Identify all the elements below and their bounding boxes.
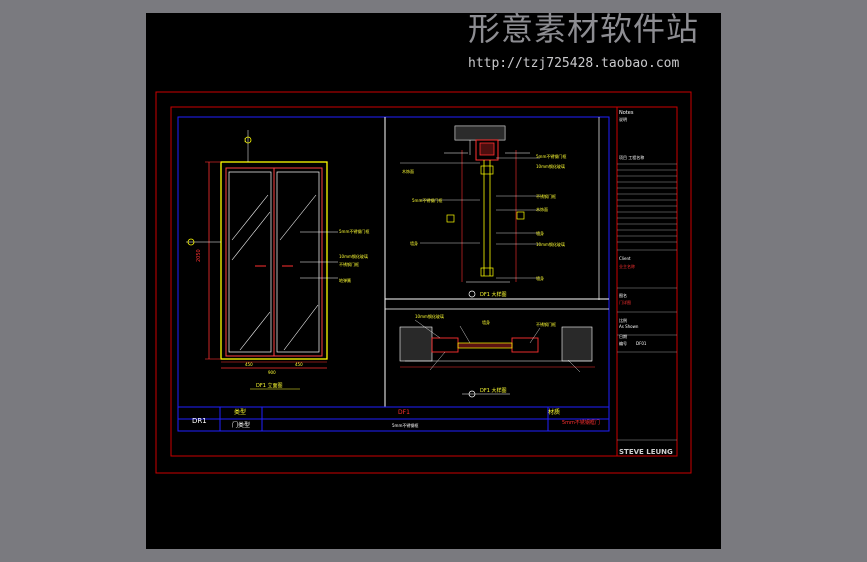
callout-section-right-7: 墙身 bbox=[536, 275, 544, 281]
half-dim-right: 450 bbox=[295, 362, 303, 367]
callout-section-right-5: 墙身 bbox=[536, 230, 544, 236]
callout-section-right-3: 不锈钢门框 bbox=[536, 193, 556, 199]
width-dim: 900 bbox=[268, 370, 276, 375]
vertical-dim: 2050 bbox=[196, 249, 202, 262]
callout-section-right-1: 5mm不锈钢门框 bbox=[536, 153, 566, 159]
project-label: 项目 工程名称 bbox=[619, 154, 644, 160]
callout-section-right-2: 10mm钢化玻璃 bbox=[536, 163, 565, 169]
note-1: 说明 bbox=[619, 116, 627, 122]
callout-hsection-left-2: 墙身 bbox=[482, 319, 490, 325]
vertical-section bbox=[400, 125, 540, 298]
elevation-title: DF1 立面图 bbox=[256, 382, 283, 389]
callout-left-1: 5mm不锈钢门框 bbox=[339, 228, 369, 234]
section-title-bottom: DF1 大样图 bbox=[480, 387, 507, 394]
designer-name: STEVE LEUNG bbox=[619, 448, 673, 456]
door-elevation bbox=[186, 130, 338, 369]
date-label: 日期 bbox=[619, 333, 627, 339]
callout-left-4: 地弹簧 bbox=[339, 277, 351, 283]
callout-hsection-left-1: 10mm钢化玻璃 bbox=[415, 313, 444, 319]
callout-hsection-right-1: 不锈钢门框 bbox=[536, 321, 556, 327]
scale-label: 比例 bbox=[619, 317, 627, 323]
table-mat-value: 5mm不锈钢框门 bbox=[562, 419, 600, 426]
cad-viewport[interactable] bbox=[146, 13, 721, 549]
table-name-label: DF1 bbox=[398, 409, 410, 416]
inner-border bbox=[170, 106, 678, 457]
number-value: DF01 bbox=[636, 341, 647, 346]
drawing-label: 图名 bbox=[619, 292, 627, 298]
section-tag: 1 bbox=[244, 138, 247, 143]
callout-section-right-4: 木饰面 bbox=[536, 206, 548, 212]
table-code: DR1 bbox=[192, 417, 207, 425]
callout-section-left-1: 木饰面 bbox=[402, 168, 414, 174]
number-label: 编号 bbox=[619, 340, 627, 346]
scale-value: As Shown bbox=[619, 324, 639, 329]
drawing-value: 门详图 bbox=[619, 299, 631, 305]
section-title-top: DF1 大样图 bbox=[480, 291, 507, 298]
notes-header: Notes bbox=[619, 110, 634, 116]
callout-section-left-2: 5mm不锈钢门框 bbox=[412, 197, 442, 203]
client-value: 业主名称 bbox=[619, 263, 635, 269]
titleblock-lines bbox=[617, 163, 677, 441]
outer-border bbox=[155, 91, 692, 474]
callout-left-2: 10mm钢化玻璃 bbox=[339, 253, 368, 259]
half-dim-left: 450 bbox=[245, 362, 253, 367]
sheet-table bbox=[177, 406, 610, 432]
table-spec: 5mm不锈钢框 bbox=[392, 422, 418, 428]
callout-section-right-6: 10mm钢化玻璃 bbox=[536, 241, 565, 247]
table-mat-label: 材质 bbox=[548, 408, 560, 416]
horizontal-section bbox=[399, 319, 595, 398]
client-label: Client bbox=[619, 256, 631, 261]
callout-section-left-3: 墙身 bbox=[410, 240, 418, 246]
table-type-value: 门类型 bbox=[232, 421, 250, 429]
callout-left-3: 不锈钢门框 bbox=[339, 261, 359, 267]
table-type-label: 类型 bbox=[234, 408, 246, 416]
